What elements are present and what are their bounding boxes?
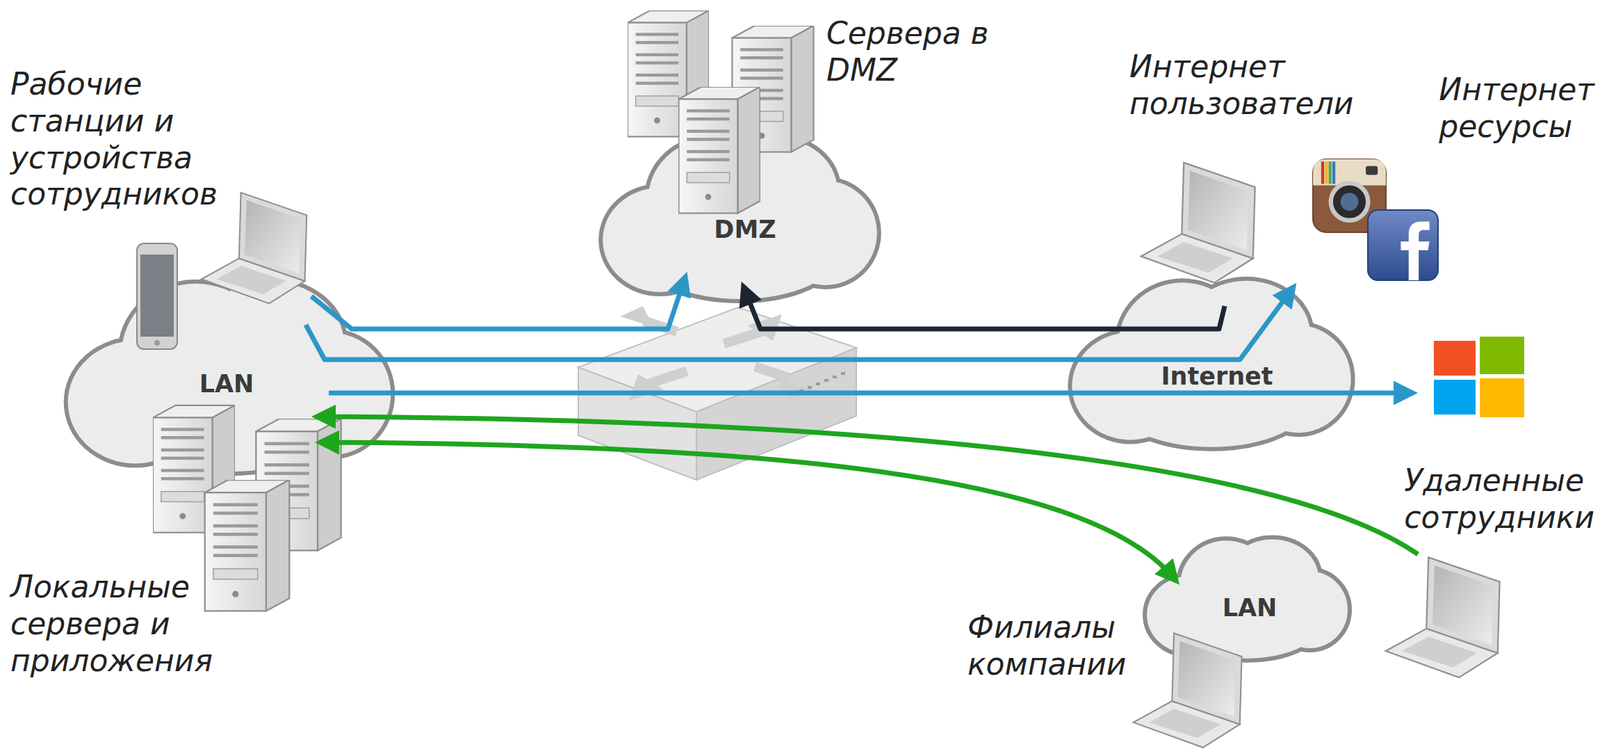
network-cloud: LAN (1122, 535, 1356, 753)
device-caption: Удаленные сотрудники (1403, 462, 1599, 536)
cloud-shape (61, 180, 402, 616)
cloud-label: Internet (1156, 362, 1277, 390)
annotation-label: Филиалы компании (967, 608, 1135, 683)
flow-arrow (328, 390, 1409, 396)
cloud-label: LAN (1218, 593, 1282, 622)
annotation-label: Сервера в DMZ (826, 15, 1008, 89)
cloud-shape (1122, 535, 1356, 753)
device-caption: Интернет пользователи (1129, 48, 1370, 123)
cloud-label: DMZ (709, 215, 780, 244)
network-cloud: LAN (61, 180, 402, 616)
device-caption: Интернет ресурсы (1438, 71, 1599, 146)
device-group: Удаленные сотрудники (1372, 462, 1596, 685)
flow-arrow (324, 442, 1174, 577)
network-cloud: Internet (1066, 275, 1357, 454)
annotation-label: Локальные сервера и приложения (10, 568, 240, 679)
device-group: Интернет пользователи (1125, 48, 1366, 301)
cloud-label: LAN (195, 369, 259, 398)
annotation-label: Рабочие станции и устройства сотрудников (10, 66, 240, 213)
flow-arrow (311, 280, 684, 329)
